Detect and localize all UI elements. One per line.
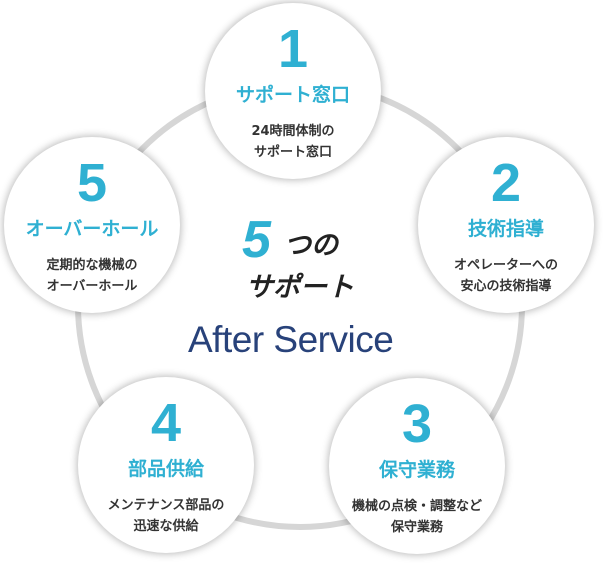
node-description: 定期的な機械の オーバーホール <box>46 258 138 294</box>
node-overhaul: 5 オーバーホール 定期的な機械の オーバーホール <box>4 137 180 313</box>
node-title: 部品供給 <box>127 458 204 480</box>
center-heading: 5 つの サポート After Service <box>180 210 425 370</box>
node-support-desk: 1 サポート窓口 24時間体制の サポート窓口 <box>205 3 381 179</box>
node-description: メンテナンス部品の 迅速な供給 <box>107 498 225 534</box>
center-subtitle: After Service <box>188 319 394 360</box>
center-suffix: つの <box>284 230 338 261</box>
node-technical-guidance: 2 技術指導 オペレーターへの 安心の技術指導 <box>418 137 594 313</box>
node-description: 24時間体制の サポート窓口 <box>251 124 335 160</box>
center-title: サポート <box>246 272 354 303</box>
node-description: 機械の点検・調整など 保守業務 <box>351 499 482 535</box>
node-number: 5 <box>76 153 108 213</box>
node-number: 3 <box>401 394 433 454</box>
node-parts-supply: 4 部品供給 メンテナンス部品の 迅速な供給 <box>78 377 254 553</box>
node-number: 4 <box>150 393 182 453</box>
node-title: オーバーホール <box>25 218 159 240</box>
node-maintenance-work: 3 保守業務 機械の点検・調整など 保守業務 <box>329 378 505 554</box>
node-title: 保守業務 <box>378 459 455 481</box>
node-number: 1 <box>277 19 309 79</box>
node-title: サポート窓口 <box>235 84 350 106</box>
node-description: オペレーターへの 安心の技術指導 <box>453 258 558 294</box>
node-title: 技術指導 <box>467 218 544 240</box>
node-number: 2 <box>490 153 522 213</box>
center-number: 5 <box>242 211 271 269</box>
